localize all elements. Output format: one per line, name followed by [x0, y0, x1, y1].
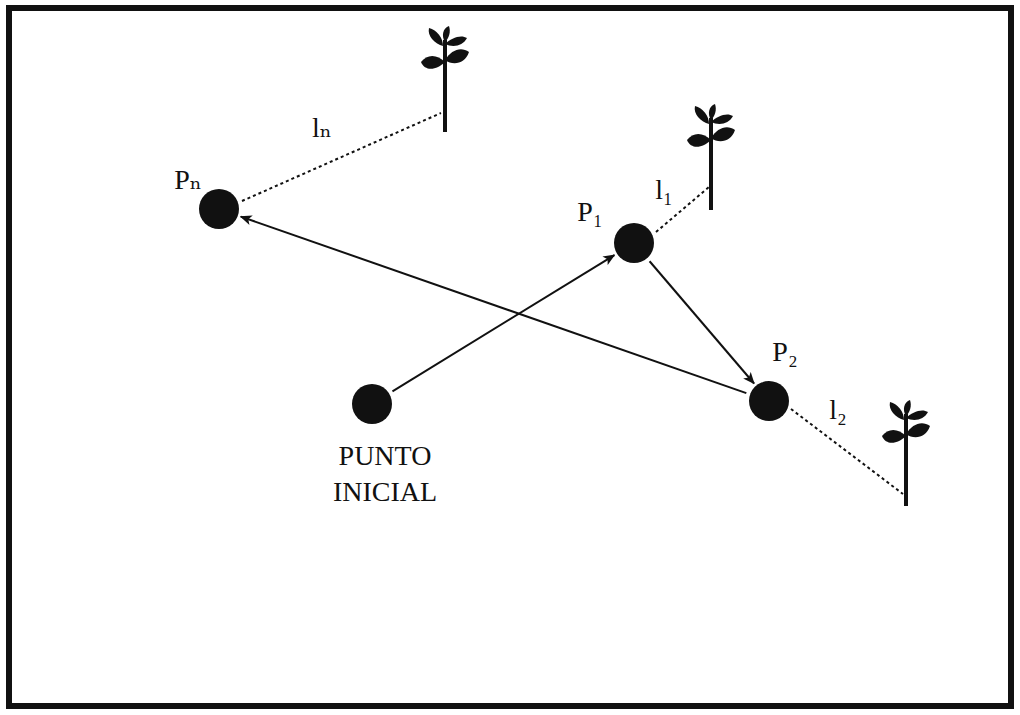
frame [9, 8, 1011, 706]
point-label: Pₙ [158, 162, 218, 198]
point-marker: Pₙ [199, 189, 239, 229]
start-point: PUNTO INICIAL [352, 384, 392, 424]
distance-label: lₙ [312, 113, 332, 144]
distance-label: l₂ [829, 395, 847, 426]
path-arrow [392, 255, 614, 391]
point-label: P₂ [755, 334, 815, 370]
plant-symbol [421, 26, 469, 132]
point-marker: P₂ [749, 381, 789, 421]
distance-line [791, 409, 903, 494]
plant-symbol [687, 104, 735, 210]
distance-line [242, 113, 441, 201]
distance-label: l₁ [655, 175, 673, 206]
point-marker: P₁ [614, 223, 654, 263]
plant-symbol [882, 400, 930, 506]
point-label: P₁ [560, 194, 620, 230]
start-label: PUNTO INICIAL [310, 438, 460, 511]
path-arrow [241, 217, 747, 394]
